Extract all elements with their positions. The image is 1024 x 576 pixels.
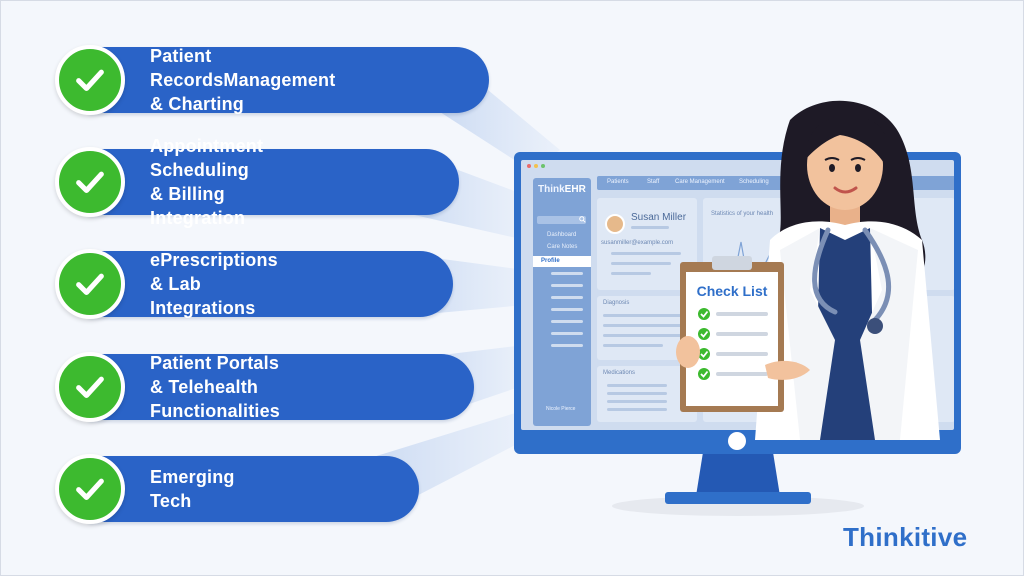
medications-title: Medications [603, 370, 636, 376]
check-icon [76, 478, 104, 501]
sidebar-item-care-notes: Care Notes [547, 244, 578, 250]
check-badge [55, 454, 125, 524]
sidebar-item-profile: Profile [533, 256, 591, 267]
nav-item-care-management: Care Management [675, 179, 725, 185]
check-badge [55, 249, 125, 319]
check-badge [55, 147, 125, 217]
checklist-title: Check List [697, 283, 768, 299]
check-badge [55, 45, 125, 115]
check-icon [76, 171, 104, 194]
check-badge [55, 352, 125, 422]
doctor-illustration: Check List [676, 100, 940, 440]
feature-title: Patient Portals [150, 353, 280, 373]
sidebar-item-dashboard: Dashboard [547, 232, 577, 238]
feature-subtitle: & Lab Integrations [150, 274, 256, 318]
monitor-stand-neck [696, 454, 780, 496]
monitor-stand-base [665, 492, 811, 504]
patient-name: Susan Miller [631, 212, 687, 223]
feature-subtitle: & Telehealth Functionalities [150, 377, 281, 421]
nav-item-staff: Staff [647, 179, 660, 185]
ehr-logo: ThinkEHR [538, 184, 586, 195]
nav-item-scheduling: Scheduling [739, 179, 769, 185]
patient-avatar [605, 214, 625, 234]
nav-item-patients: Patients [607, 179, 629, 185]
patient-email: susanmiller@example.com [601, 240, 674, 246]
feature-title: Appointment Scheduling [150, 136, 264, 180]
feature-subtitle: & Billing Integration [150, 184, 246, 228]
statistics-title: Statistics of your health [711, 211, 774, 217]
check-icon [76, 376, 104, 399]
feature-item: Emerging Tech [55, 454, 419, 524]
search-icon [579, 216, 586, 223]
sidebar-search [537, 216, 586, 224]
sidebar-user-name: Nicole Pierce [546, 406, 576, 412]
diagnosis-title: Diagnosis [603, 300, 630, 306]
feature-title: ePrescriptions [150, 250, 278, 270]
brand-logo: Thinkitive [843, 522, 968, 552]
feature-item: Appointment Scheduling & Billing Integra… [55, 136, 459, 228]
stethoscope-icon [812, 227, 891, 334]
feature-item: Patient Portals & Telehealth Functionali… [55, 352, 474, 422]
feature-title: Patient RecordsManagement [150, 46, 336, 90]
feature-subtitle: & Charting [150, 94, 244, 114]
feature-title: Emerging Tech [150, 467, 235, 511]
power-button [728, 432, 746, 450]
clipboard-icon: Check List [680, 256, 784, 412]
feature-item: ePrescriptions & Lab Integrations [55, 249, 453, 319]
check-icon [76, 273, 104, 296]
feature-item: Patient RecordsManagement & Charting [55, 45, 489, 115]
check-icon [76, 69, 104, 92]
